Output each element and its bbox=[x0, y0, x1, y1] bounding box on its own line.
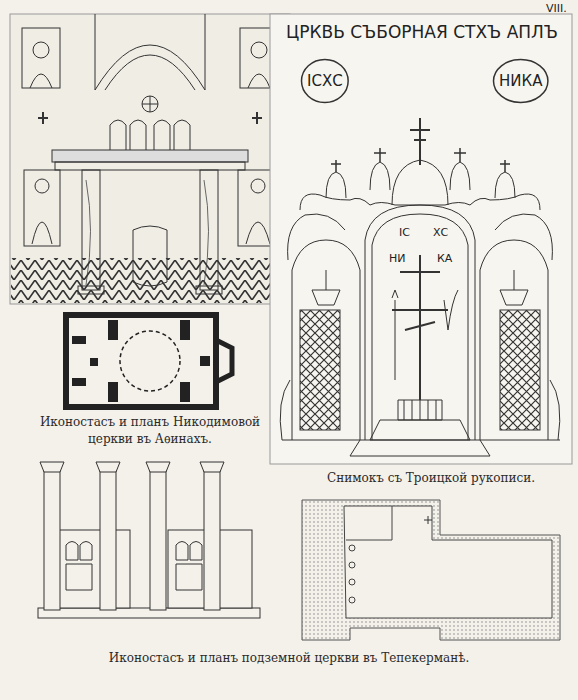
monogram-text: НИКА bbox=[499, 72, 542, 90]
monogram-letters: ХС bbox=[432, 226, 449, 239]
tepekerman-iconostasis bbox=[38, 462, 260, 618]
tepekerman-plan bbox=[302, 500, 560, 640]
figure-caption: Иконостасъ и планъ Никодимовой церкви въ… bbox=[20, 414, 280, 449]
manuscript-church bbox=[270, 14, 572, 464]
figure-caption: Иконостасъ и планъ подземной церкви въ Т… bbox=[20, 650, 558, 667]
monogram-letters: ІС bbox=[398, 226, 411, 239]
nikodim-plan bbox=[66, 315, 232, 407]
figure-caption: Снимокъ съ Троицкой рукописи. bbox=[300, 470, 562, 487]
monogram-text: ІСХС bbox=[307, 72, 343, 90]
plate-number: VIII. bbox=[546, 2, 567, 15]
monogram-circle: НИКА bbox=[492, 58, 549, 104]
monogram-letters: НИ bbox=[388, 252, 407, 265]
monogram-letters: КА bbox=[436, 252, 453, 265]
monogram-circle: ІСХС bbox=[300, 58, 350, 104]
nikodim-iconostasis bbox=[10, 14, 290, 304]
manuscript-heading: ЦРКВЬ СЪБОРНАЯ СТХЪ АПЛЪ bbox=[284, 22, 560, 42]
